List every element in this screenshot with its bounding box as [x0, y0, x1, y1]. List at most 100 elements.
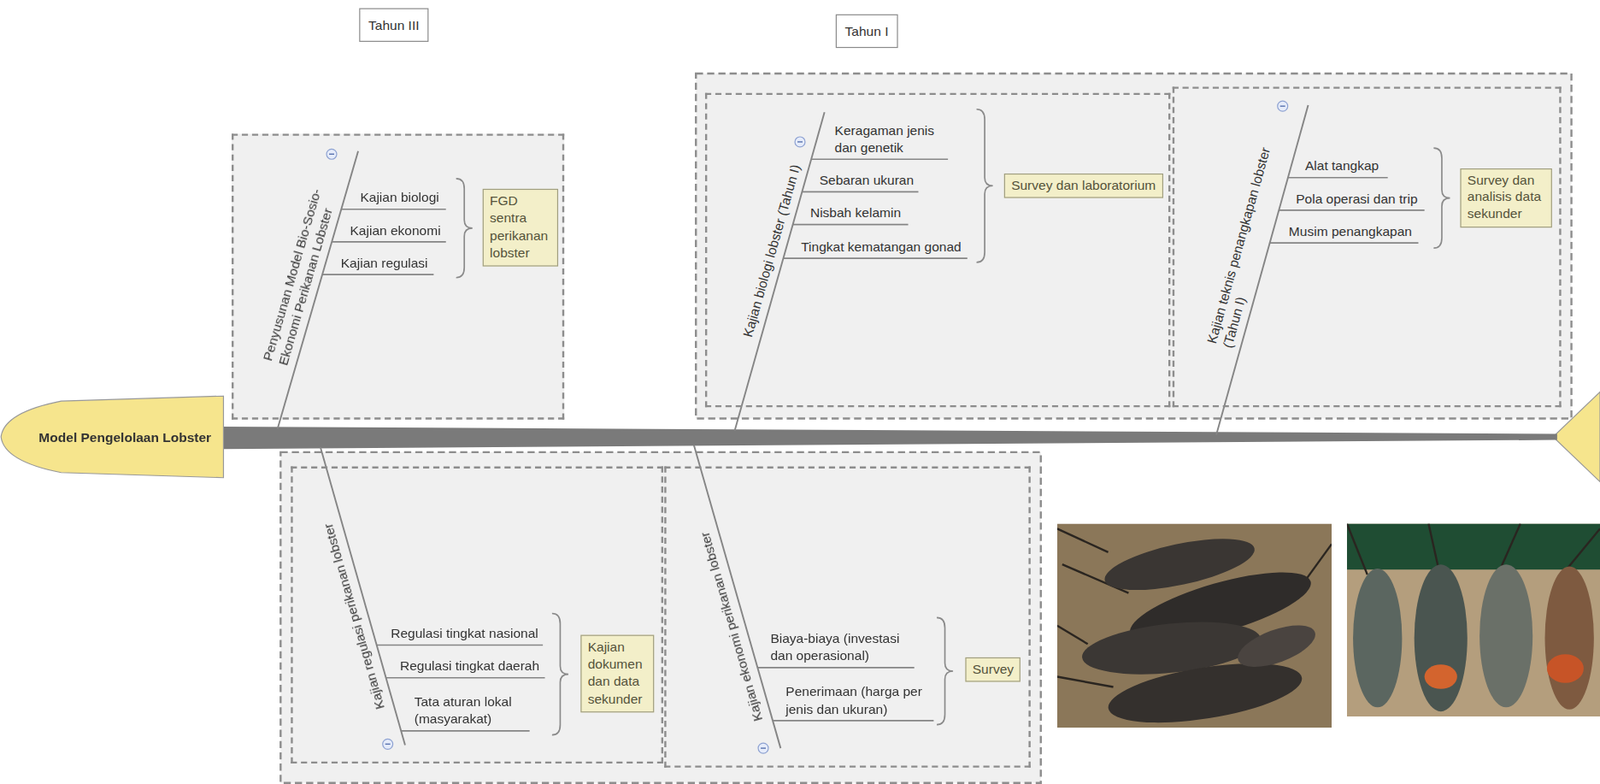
collapse-circle [326, 148, 337, 159]
collapse-minus [760, 747, 766, 748]
factor-label: Pola operasi dan trip [1295, 190, 1418, 208]
year-tag: Tahun I [835, 14, 898, 48]
lobster-antenna [1057, 676, 1114, 688]
lobster-antenna [1057, 625, 1089, 644]
box-text: FGD sentra perikanan lobster [489, 193, 552, 263]
sub-bone [783, 257, 968, 259]
factor-label: Musim penangkapan [1288, 223, 1412, 241]
fishbone-branch: Kajian teknis penangkapan lobster (Tahun… [1172, 86, 1562, 407]
fish-head-outline [0, 395, 224, 478]
panel-fill [231, 133, 565, 419]
collapse-minus [797, 141, 803, 142]
curly-brace [456, 178, 473, 278]
year-tag: Tahun III [358, 8, 429, 42]
curly-brace [976, 109, 994, 263]
group-frame [695, 73, 1571, 419]
lobster-body [1352, 568, 1402, 707]
lobster-body [1479, 564, 1533, 707]
sub-bone [322, 273, 434, 276]
method-box: Survey dan laboratorium [1004, 172, 1164, 199]
lobster-photo [1057, 523, 1332, 728]
fishbone-spine [221, 426, 1558, 449]
fishbone-branch: Penyusunan Model Bio-Sosio-Ekonomi Perik… [231, 133, 565, 419]
sub-bone [341, 208, 446, 211]
photo-band [1347, 523, 1600, 570]
lobster-body [1547, 653, 1584, 683]
sub-bone [331, 241, 447, 243]
collapse-circle [758, 742, 769, 753]
box-text: Kajian dokumen dan data sekunder [588, 638, 648, 708]
branch-bone [735, 111, 825, 430]
factor-label: Regulasi tingkat daerah [400, 658, 540, 676]
lobster-body [1232, 616, 1321, 676]
factor-label: Kajian biologi [359, 189, 439, 207]
factor-label: Kajian regulasi [341, 254, 429, 272]
box-text: Model Pengelolaan Lobster [38, 429, 212, 445]
collapse-icon [326, 148, 337, 159]
lobster-photo [1347, 523, 1600, 717]
curly-brace [552, 613, 569, 736]
factor-label: Tingkat kematangan gonad [800, 238, 962, 256]
method-box: FGD sentra perikanan lobster [482, 188, 559, 266]
branch-title: Kajian regulasi perikanan lobster [320, 520, 389, 711]
factor-label: Kajian ekonomi [350, 222, 442, 240]
collapse-circle [794, 136, 806, 148]
factor-label: Nisbah kelamin [810, 205, 901, 223]
branch-title: Kajian biologi lobster (Tahun I) [739, 163, 804, 340]
sub-bone [801, 191, 918, 194]
lobster-antenna [1347, 523, 1368, 575]
factor-label: Alat tangkap [1305, 158, 1379, 176]
lobster-body [1414, 564, 1468, 712]
panel-fill [664, 466, 1031, 768]
sub-bone [757, 666, 914, 669]
method-box: Survey [964, 656, 1021, 683]
factor-label: Regulasi tingkat nasional [390, 625, 539, 643]
branch-bone [694, 445, 781, 749]
lobster-antenna [1500, 523, 1521, 570]
lobster-antenna [1057, 528, 1109, 552]
box-text: Tahun I [845, 23, 889, 39]
branch-title: Penyusunan Model Bio-Sosio-Ekonomi Perik… [259, 176, 343, 367]
collapse-icon [794, 136, 806, 148]
curly-brace [1433, 147, 1450, 248]
branch-title: Kajian teknis penangkapan lobster (Tahun… [1204, 139, 1292, 350]
branch-bone [320, 447, 406, 746]
sub-bone [811, 158, 948, 160]
collapse-minus [329, 153, 335, 155]
photo-ground [1347, 523, 1600, 717]
lobster-body [1104, 652, 1306, 728]
sub-bone [400, 729, 530, 732]
sub-bone [1278, 209, 1424, 212]
sub-bone [376, 644, 543, 647]
branch-title: Kajian ekonomi perikanan lobster [697, 529, 767, 723]
lobster-body [1545, 566, 1595, 710]
factor-label: Tata aturan lokal (masyarakat) [414, 694, 527, 729]
sub-bone [1270, 241, 1419, 244]
factor-label: Sebaran ukuran [819, 172, 914, 190]
lobster-antenna [1428, 523, 1439, 570]
box-text: Survey dan laboratorium [1011, 176, 1156, 195]
box-text: Tahun III [368, 17, 420, 33]
method-box: Kajian dokumen dan data sekunder [580, 635, 654, 712]
sub-bone [793, 223, 909, 226]
method-box: Survey dan analisis data sekunder [1459, 167, 1552, 228]
panel-fill [290, 466, 664, 764]
collapse-icon [758, 742, 769, 753]
collapse-minus [385, 743, 391, 745]
collapse-icon [1277, 100, 1289, 112]
collapse-circle [1277, 100, 1289, 112]
factor-label: Penerimaan (harga per jenis dan ukuran) [785, 683, 931, 718]
collapse-circle [382, 738, 394, 749]
collapse-icon [382, 738, 394, 749]
sub-bone [772, 719, 934, 722]
lobster-antenna [1566, 528, 1600, 570]
collapse-minus [1280, 105, 1286, 106]
sub-bone [1288, 176, 1389, 179]
lobster-body [1424, 664, 1458, 689]
factor-label: Biaya-biaya (investasi dan operasional) [770, 630, 912, 665]
panel-fill [705, 93, 1171, 408]
box-text: Survey dan analisis data sekunder [1467, 171, 1546, 224]
sub-bone [386, 676, 546, 679]
